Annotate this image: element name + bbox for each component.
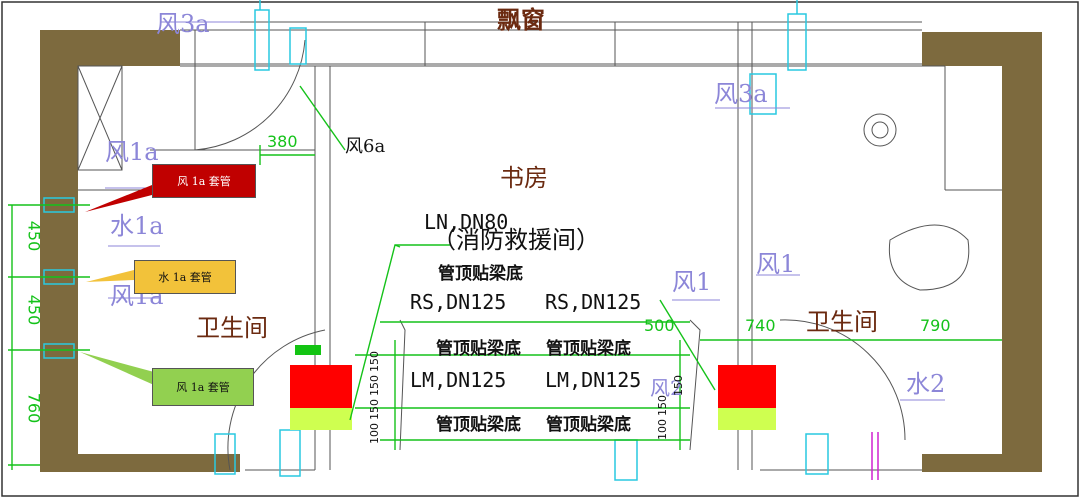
- floor-drain-icon: [863, 113, 897, 147]
- air-equipment: [290, 345, 776, 430]
- dim-150-b: 150: [368, 375, 381, 396]
- study-label: 书房: [500, 164, 548, 192]
- bay-window-label: 飘窗: [497, 6, 545, 34]
- bathroom-right-label: 卫生间: [806, 308, 878, 336]
- callout-shui1a-sleeve: 水 1a 套管: [134, 260, 236, 294]
- pipe-lm-right-label: LM,DN125: [545, 368, 642, 392]
- dim-150-c: 150: [368, 399, 381, 420]
- walls: [40, 30, 1042, 472]
- dim-380: 380: [267, 132, 298, 151]
- tag-feng1a: 风1a: [105, 138, 159, 166]
- pipe-note-bot-right: 管顶贴梁底: [546, 415, 631, 435]
- toilet-icon: [888, 224, 970, 291]
- callout-feng1a-sleeve-green: 风 1a 套管: [152, 368, 254, 406]
- water-pipe: [871, 432, 879, 480]
- callout-feng1a-sleeve-red: 风 1a 套管: [152, 164, 256, 198]
- tag-feng1-mid: 风1: [672, 268, 712, 296]
- dim-760: 760: [24, 392, 44, 424]
- dim-150-d: 150: [656, 395, 669, 416]
- tag-feng6a: 风6a: [345, 136, 386, 157]
- dimension-lines: [8, 85, 1002, 470]
- dim-500: 500: [644, 316, 675, 335]
- pipe-ln-label: LN,DN80: [424, 210, 509, 234]
- tag-feng3a-top: 风3a: [156, 10, 210, 38]
- dim-790: 790: [920, 316, 951, 335]
- dim-150-a: 150: [368, 351, 381, 372]
- tag-leaders: [105, 21, 945, 401]
- pipe-note-mid-right: 管顶贴梁底: [546, 339, 631, 359]
- tag-feng2: 风2: [650, 376, 683, 400]
- pipe-rs-right-label: RS,DN125: [545, 290, 642, 314]
- refuge-label: （消防救援间）: [432, 226, 600, 254]
- tag-shui1a: 水1a: [110, 212, 164, 240]
- dim-100-b: 100: [656, 419, 669, 440]
- tag-feng1-right: 风1: [756, 250, 796, 278]
- tag-feng3a-right: 风3a: [714, 80, 768, 108]
- callout-pointers: [80, 185, 154, 385]
- pipe-rs-left-label: RS,DN125: [410, 290, 507, 314]
- pipe-note-bot-left: 管顶贴梁底: [436, 415, 521, 435]
- bathroom-left-label: 卫生间: [196, 314, 268, 342]
- cyan-fixtures: [43, 0, 829, 481]
- dim-740: 740: [745, 316, 776, 335]
- dim-450-a: 450: [24, 220, 44, 252]
- dim-150-e: 150: [672, 375, 685, 396]
- pipe-lm-left-label: LM,DN125: [410, 368, 507, 392]
- pipe-note-mid-left: 管顶贴梁底: [436, 339, 521, 359]
- dim-450-b: 450: [24, 294, 44, 326]
- dim-100-a: 100: [368, 423, 381, 444]
- pipe-note-top: 管顶贴梁底: [438, 264, 523, 284]
- tag-shui2: 水2: [906, 370, 946, 398]
